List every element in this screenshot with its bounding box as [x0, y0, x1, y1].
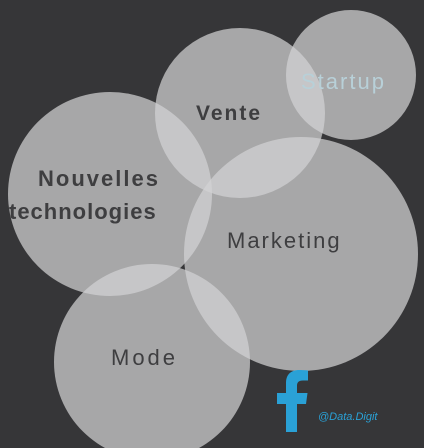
label-startup: Startup: [301, 69, 386, 94]
social-handle[interactable]: @Data.Digit: [318, 411, 378, 423]
label-mode: Mode: [111, 345, 179, 370]
bubble-mode: [54, 264, 250, 448]
label-vente: Vente: [196, 102, 263, 125]
facebook-icon[interactable]: [272, 368, 312, 432]
label-marketing: Marketing: [227, 228, 342, 253]
label-technologies: technologies: [9, 199, 157, 224]
label-nouvelles: Nouvelles: [38, 166, 160, 191]
bubble-nouvelles-technologies: [8, 92, 212, 296]
